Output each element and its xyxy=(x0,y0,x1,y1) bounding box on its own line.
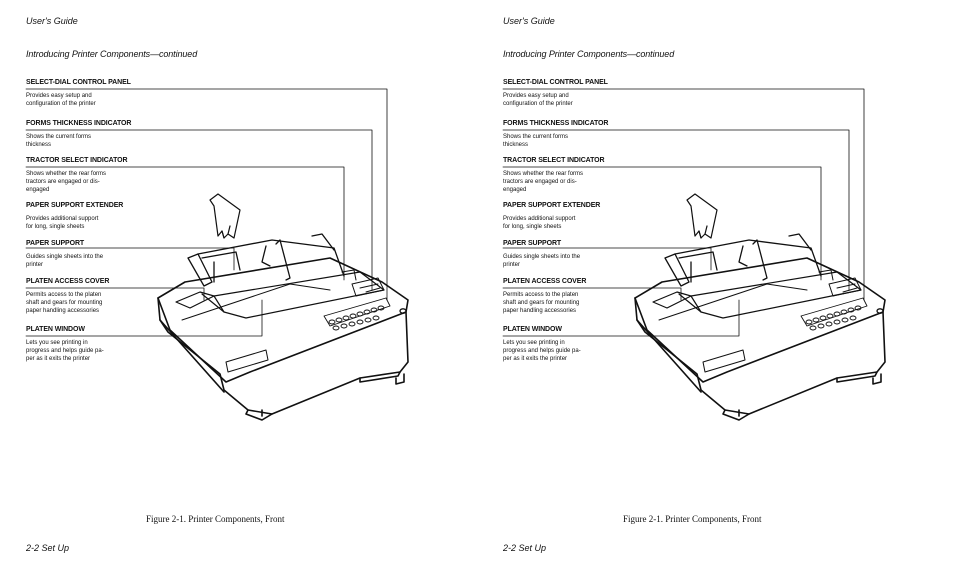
platen-access-cover-drawing xyxy=(652,271,862,319)
figure-caption: Figure 2-1. Printer Components, Front xyxy=(146,514,285,524)
component-desc-forms-thickness: Shows the current forms thickness xyxy=(503,134,569,148)
component-desc-tractor-select: Shows whether the rear forms tractors ar… xyxy=(26,171,107,193)
component-desc-forms-thickness: Shows the current forms thickness xyxy=(26,134,92,148)
section-title: Introducing Printer Components—continued xyxy=(26,49,198,59)
component-desc-paper-support: Guides single sheets into the printer xyxy=(26,254,104,268)
indicators-drawing xyxy=(341,269,385,297)
component-desc-paper-support-extender: Provides additional support for long, si… xyxy=(503,216,576,230)
component-desc-select-dial: Provides easy setup and configuration of… xyxy=(503,93,573,107)
paper-support-extender-drawing xyxy=(209,193,241,239)
paper-support-drawing xyxy=(187,233,345,287)
indicators-drawing xyxy=(818,269,862,297)
control-panel-drawing xyxy=(800,297,884,331)
component-label-paper-support-extender: PAPER SUPPORT EXTENDER xyxy=(503,202,601,209)
component-label-select-dial: SELECT-DIAL CONTROL PANEL xyxy=(26,79,131,86)
component-label-platen-access-cover: PLATEN ACCESS COVER xyxy=(503,278,587,285)
component-desc-platen-window: Lets you see printing in progress and he… xyxy=(503,340,581,362)
component-desc-tractor-select: Shows whether the rear forms tractors ar… xyxy=(503,171,584,193)
page-folio: 2-2 Set Up xyxy=(26,543,70,553)
component-label-forms-thickness: FORMS THICKNESS INDICATOR xyxy=(26,120,132,127)
component-desc-platen-window: Lets you see printing in progress and he… xyxy=(26,340,104,362)
component-label-tractor-select: TRACTOR SELECT INDICATOR xyxy=(26,157,128,164)
platen-access-cover-drawing xyxy=(175,271,385,319)
page-right: User's Guide Introducing Printer Compone… xyxy=(477,0,954,580)
component-label-platen-window: PLATEN WINDOW xyxy=(503,326,562,333)
paper-support-drawing xyxy=(664,233,822,287)
leader-lines xyxy=(502,88,865,337)
leader-lines xyxy=(25,88,388,337)
component-label-platen-access-cover: PLATEN ACCESS COVER xyxy=(26,278,110,285)
component-label-tractor-select: TRACTOR SELECT INDICATOR xyxy=(503,157,605,164)
component-desc-paper-support: Guides single sheets into the printer xyxy=(503,254,581,268)
running-head: User's Guide xyxy=(503,16,555,26)
component-desc-platen-access-cover: Permits access to the platen shaft and g… xyxy=(503,292,580,314)
running-head: User's Guide xyxy=(26,16,78,26)
printer-body-drawing xyxy=(634,257,886,421)
paper-support-extender-drawing xyxy=(686,193,718,239)
component-label-forms-thickness: FORMS THICKNESS INDICATOR xyxy=(503,120,609,127)
printer-figure xyxy=(477,0,954,580)
figure-caption: Figure 2-1. Printer Components, Front xyxy=(623,514,762,524)
control-panel-drawing xyxy=(323,297,407,331)
printer-body-drawing xyxy=(157,257,409,421)
component-desc-platen-access-cover: Permits access to the platen shaft and g… xyxy=(26,292,103,314)
component-desc-select-dial: Provides easy setup and configuration of… xyxy=(26,93,96,107)
section-title: Introducing Printer Components—continued xyxy=(503,49,675,59)
component-desc-paper-support-extender: Provides additional support for long, si… xyxy=(26,216,99,230)
component-label-select-dial: SELECT-DIAL CONTROL PANEL xyxy=(503,79,608,86)
printer-figure xyxy=(25,88,409,421)
page-folio: 2-2 Set Up xyxy=(503,543,547,553)
component-label-paper-support-extender: PAPER SUPPORT EXTENDER xyxy=(26,202,124,209)
component-label-paper-support: PAPER SUPPORT xyxy=(26,240,85,247)
component-label-platen-window: PLATEN WINDOW xyxy=(26,326,85,333)
page-left: User's Guide Introducing Printer Compone… xyxy=(25,16,409,553)
printer-illustration xyxy=(25,88,409,421)
printer-illustration xyxy=(502,88,886,421)
component-label-paper-support: PAPER SUPPORT xyxy=(503,240,562,247)
